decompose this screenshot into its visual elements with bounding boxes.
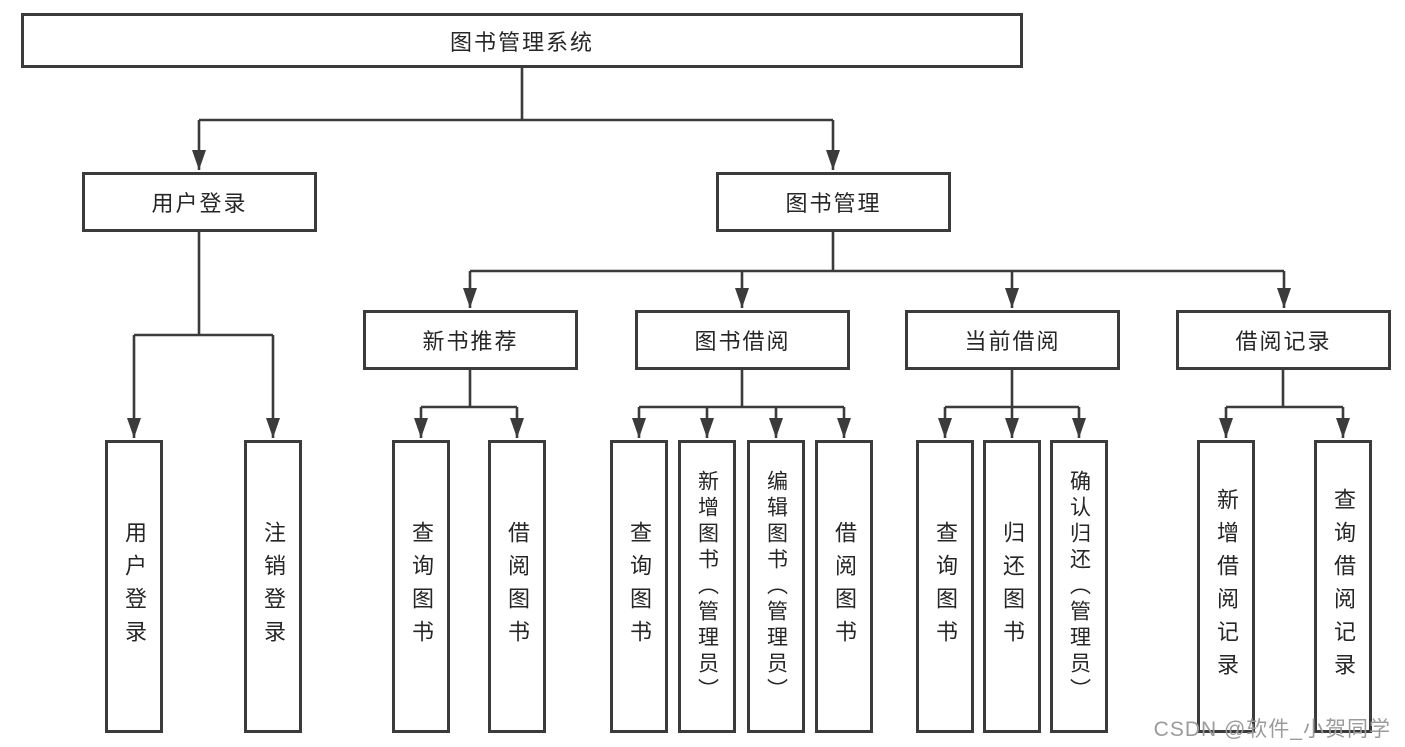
leaf-edit-books-admin: 编辑图书（管理员） [747, 440, 805, 733]
leaf-logout: 注销登录 [244, 440, 302, 733]
leaf-label: 确认归还（管理员） [1067, 469, 1091, 704]
leaf-return-books: 归还图书 [983, 440, 1041, 733]
leaf-label: 查询图书 [933, 520, 958, 653]
node-user-login-branch: 用户登录 [82, 172, 317, 232]
leaf-add-books-admin: 新增图书（管理员） [678, 440, 736, 733]
leaf-label: 新增图书（管理员） [695, 469, 719, 704]
leaf-query-books-borrow: 查询图书 [610, 440, 668, 733]
node-book-management-branch: 图书管理 [716, 172, 951, 232]
node-current-borrow: 当前借阅 [905, 310, 1120, 370]
leaf-add-borrow-record: 新增借阅记录 [1197, 440, 1255, 733]
leaf-label: 查询图书 [627, 520, 652, 653]
node-borrow-records: 借阅记录 [1176, 310, 1391, 370]
leaf-label: 查询借阅记录 [1331, 487, 1356, 686]
leaf-label: 借阅图书 [505, 520, 530, 653]
node-root-system: 图书管理系统 [21, 13, 1023, 68]
leaf-label: 查询图书 [409, 520, 434, 653]
leaf-borrow-books-recommend: 借阅图书 [488, 440, 546, 733]
leaf-confirm-return-admin: 确认归还（管理员） [1050, 440, 1108, 733]
leaf-label: 借阅图书 [832, 520, 857, 653]
leaf-query-books-current: 查询图书 [916, 440, 974, 733]
leaf-label: 注销登录 [261, 520, 286, 653]
leaf-borrow-books: 借阅图书 [815, 440, 873, 733]
node-book-borrow: 图书借阅 [635, 310, 850, 370]
leaf-user-login: 用户登录 [105, 440, 163, 733]
leaf-label: 用户登录 [122, 520, 147, 653]
csdn-watermark: CSDN @软件_小贺同学 [1153, 718, 1391, 741]
leaf-query-borrow-record: 查询借阅记录 [1314, 440, 1372, 733]
leaf-label: 新增借阅记录 [1214, 487, 1239, 686]
leaf-label: 归还图书 [1000, 520, 1025, 653]
leaf-query-books-recommend: 查询图书 [392, 440, 450, 733]
leaf-label: 编辑图书（管理员） [764, 469, 788, 704]
node-new-book-recommend: 新书推荐 [363, 310, 578, 370]
